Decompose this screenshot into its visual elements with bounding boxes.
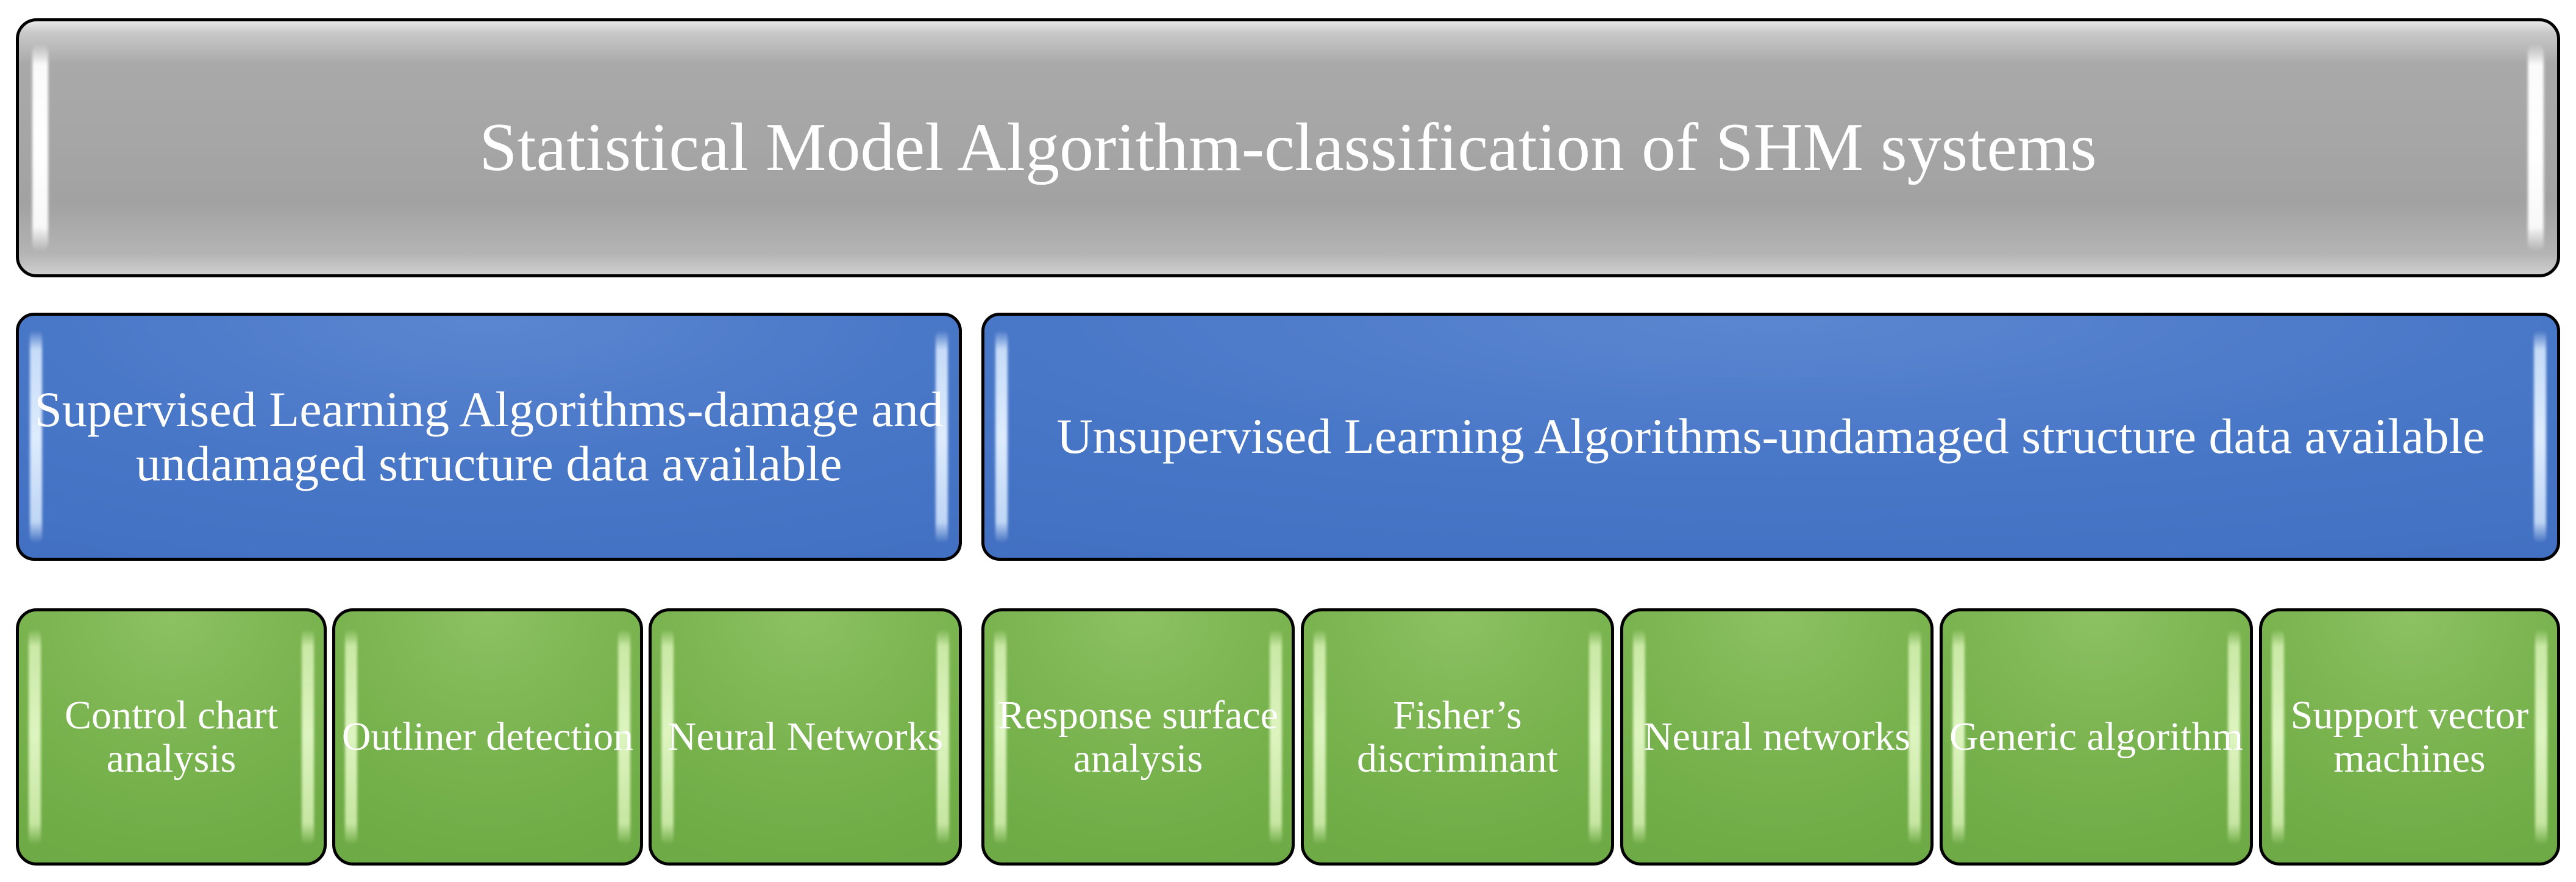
leaf-box-neural-networks-supervised: Neural Networks xyxy=(649,608,962,866)
leaf-box-fishers-discriminant: Fisher’s discriminant xyxy=(1301,608,1614,866)
diagram-title-box: Statistical Model Algorithm-classificati… xyxy=(16,18,2560,277)
leaf-label-generic-algorithm: Generic algorithm xyxy=(1949,714,2243,759)
leaf-box-neural-networks-unsupervised: Neural networks xyxy=(1620,608,1934,866)
gloss-highlight-left-icon xyxy=(32,44,48,252)
diagram-title-label: Statistical Model Algorithm-classificati… xyxy=(479,110,2097,186)
leaf-label-control-chart-analysis: Control chart analysis xyxy=(64,692,279,781)
gloss-highlight-right-icon xyxy=(2534,330,2546,544)
leaf-label-outliner-detection: Outliner detection xyxy=(341,714,634,759)
leaf-label-neural-networks-unsupervised: Neural networks xyxy=(1643,714,1911,759)
leaf-label-response-surface-analysis: Response surface analysis xyxy=(997,692,1278,781)
leaf-label-support-vector-machines: Support vector machines xyxy=(2290,692,2529,781)
leaf-box-generic-algorithm: Generic algorithm xyxy=(1940,608,2253,866)
leaf-box-control-chart-analysis: Control chart analysis xyxy=(16,608,327,866)
leaf-box-response-surface-analysis: Response surface analysis xyxy=(981,608,1295,866)
leaf-label-neural-networks-supervised: Neural Networks xyxy=(667,714,944,759)
branch-label-unsupervised: Unsupervised Learning Algorithms-undamag… xyxy=(1056,408,2485,464)
gloss-highlight-right-icon xyxy=(2528,44,2544,252)
leaf-box-support-vector-machines: Support vector machines xyxy=(2259,608,2560,866)
branch-box-unsupervised: Unsupervised Learning Algorithms-undamag… xyxy=(981,313,2560,561)
gloss-highlight-left-icon xyxy=(995,330,1008,544)
leaf-label-fishers-discriminant: Fisher’s discriminant xyxy=(1357,692,1558,781)
leaf-box-outliner-detection: Outliner detection xyxy=(332,608,643,866)
branch-box-supervised: Supervised Learning Algorithms-damage an… xyxy=(16,313,962,561)
branch-label-supervised: Supervised Learning Algorithms-damage an… xyxy=(34,381,944,491)
